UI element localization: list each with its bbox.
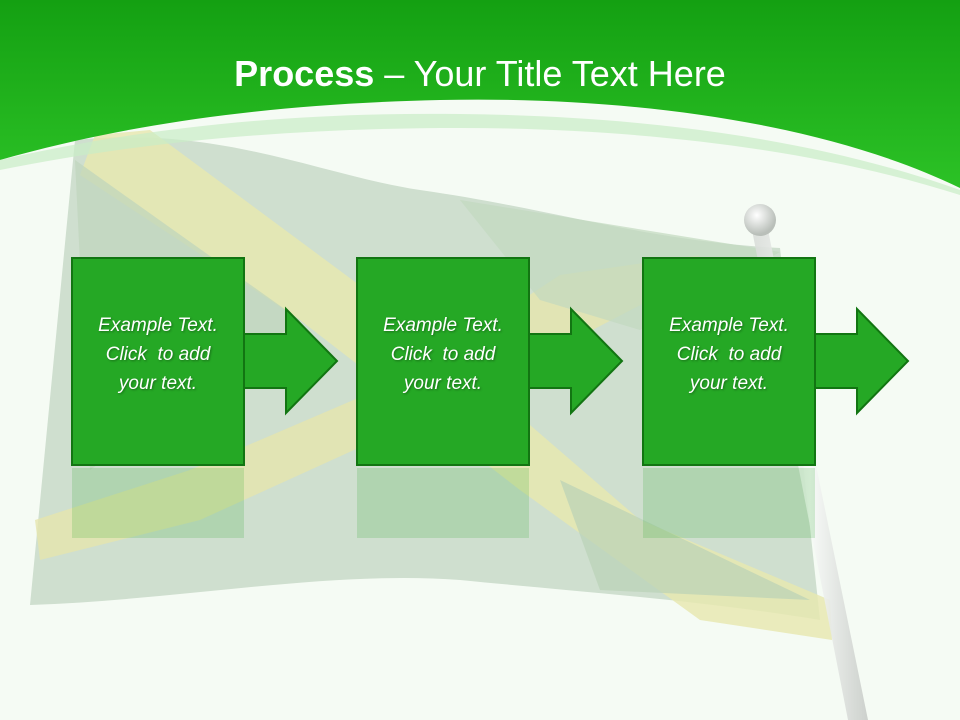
step-text-line1: Example Text.: [98, 315, 218, 336]
step-text-line3: your text.: [403, 373, 483, 394]
arrow-right-icon: [243, 306, 339, 416]
slide-title[interactable]: Process – Your Title Text Here: [0, 52, 960, 96]
title-dash: –: [374, 53, 414, 94]
step-text-line1: Example Text.: [383, 315, 503, 336]
step-text-2[interactable]: Example Text. Click to add your text.: [357, 311, 529, 398]
step-text-line2: Click to add: [105, 344, 211, 365]
step-text-line1: Example Text.: [669, 315, 789, 336]
step-reflections: [72, 468, 815, 538]
step-text-line2: Click to add: [390, 344, 496, 365]
arrow-right-icon: [814, 306, 910, 416]
step-text-line2: Click to add: [676, 344, 782, 365]
step-text-3[interactable]: Example Text. Click to add your text.: [643, 311, 815, 398]
step-text-line3: your text.: [689, 373, 769, 394]
title-bold: Process: [234, 53, 375, 94]
step-text-line3: your text.: [118, 373, 198, 394]
step-text-1[interactable]: Example Text. Click to add your text.: [72, 311, 244, 398]
title-rest: Your Title Text Here: [413, 53, 726, 94]
arrow-right-icon: [528, 306, 624, 416]
step-box-2[interactable]: [356, 257, 624, 466]
step-box-3[interactable]: [642, 257, 910, 466]
header-band: [0, 0, 960, 195]
step-box-1[interactable]: [71, 257, 339, 466]
